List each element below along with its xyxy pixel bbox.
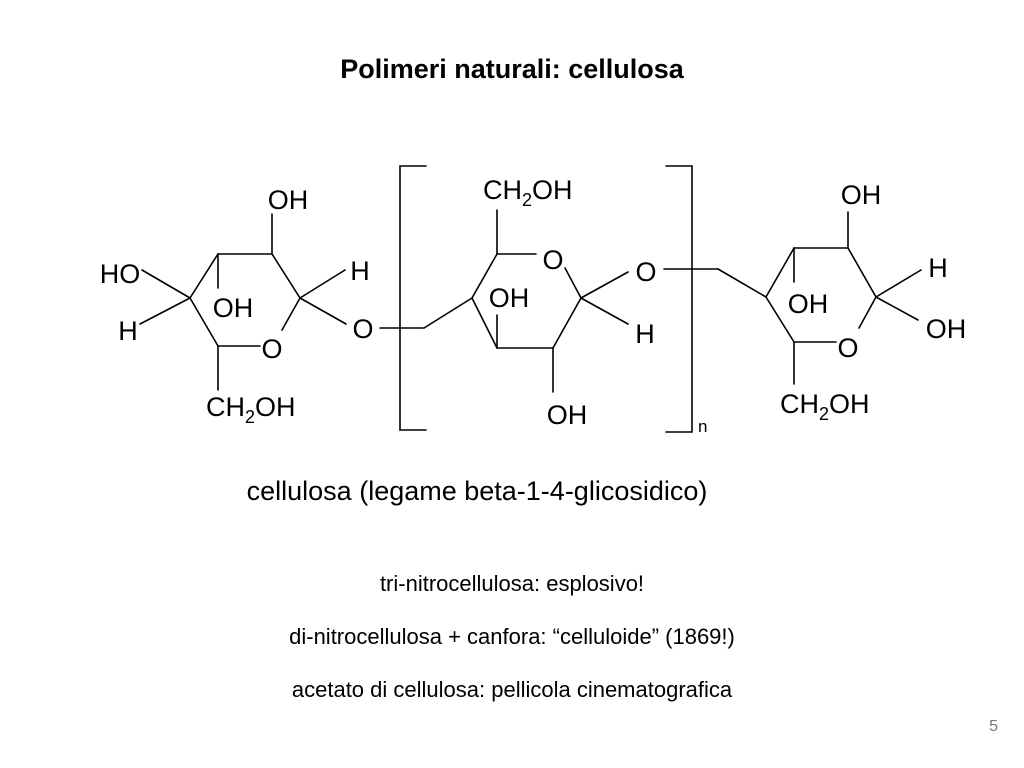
left-unit-h-left: H [118,316,138,346]
repeat-unit-ch2oh-oh: OH [532,175,573,205]
right-unit-ch2oh-ch: CH [780,389,819,419]
left-unit-ch2oh-ch: CH [206,392,245,422]
right-unit-ch2oh: CH2OH [780,389,870,424]
page-number: 5 [989,718,998,735]
right-unit-ch2oh-oh: OH [829,389,870,419]
right-unit-oh-right: OH [926,314,967,344]
repeat-unit-brackets [399,165,693,433]
repeat-unit-ring-o: O [542,245,563,275]
left-unit-oh-inner: OH [213,293,254,323]
note-cellulose-acetate: acetato di cellulosa: pellicola cinemato… [291,677,733,702]
left-unit-h-right: H [350,256,370,286]
right-unit-oh-top: OH [841,180,882,210]
repeat-unit-ch2oh: CH2OH [483,175,573,210]
left-glucose-ring-bonds [139,213,425,391]
right-unit-ch2oh-sub: 2 [819,404,829,424]
cellulose-structure-diagram: OH HO H OH H O CH2OH O CH2OH O OH H OH O… [100,165,967,436]
repeat-unit-h-right: H [635,319,655,349]
right-unit-ring-o: O [837,333,858,363]
repeat-subscript-n: n [698,417,707,436]
left-unit-ring-o: O [261,334,282,364]
left-unit-ch2oh-sub: 2 [245,407,255,427]
repeat-glucose-ring-bonds [423,209,719,393]
note-trinitrocellulose: tri-nitrocellulosa: esplosivo! [379,571,645,596]
right-glucose-ring-bonds [717,211,922,385]
repeat-unit-ch2oh-ch: CH [483,175,522,205]
left-unit-oh-top: OH [268,185,309,215]
repeat-unit-oh-bottom: OH [547,400,588,430]
structure-caption: cellulosa (legame beta-1-4-glicosidico) [246,476,708,506]
repeat-unit-ch2oh-sub: 2 [522,190,532,210]
right-unit-h-right: H [928,253,948,283]
left-unit-ch2oh-oh: OH [255,392,296,422]
left-unit-ch2oh: CH2OH [206,392,296,427]
bridge-oxygen-left: O [352,314,373,344]
note-dinitrocellulose: di-nitrocellulosa + canfora: “celluloide… [289,624,735,649]
repeat-unit-oh-inner: OH [489,283,530,313]
slide-title: Polimeri naturali: cellulosa [340,54,684,84]
right-unit-oh-inner: OH [788,289,829,319]
bridge-oxygen-right: O [635,257,656,287]
left-unit-ho-left: HO [100,259,141,289]
